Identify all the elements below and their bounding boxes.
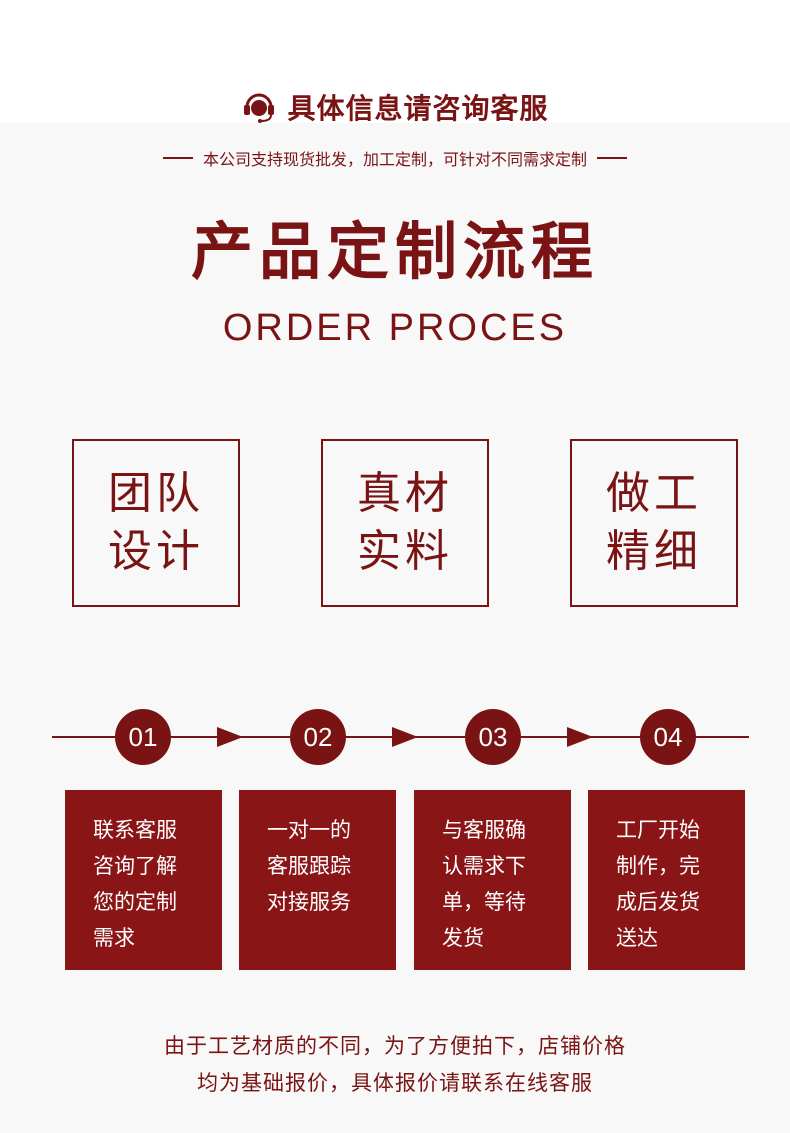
arrow-right-icon [217, 727, 243, 747]
step-text: 送达 [616, 926, 658, 950]
feature-text: 做工 [606, 468, 702, 519]
feature-text: 设计 [108, 526, 204, 577]
subtitle-text: 本公司支持现货批发，加工定制，可针对不同需求定制 [202, 150, 587, 169]
step-card-1: 联系客服 咨询了解 您的定制 需求 [65, 790, 222, 970]
step-card-3: 与客服确 认需求下 单，等待 发货 [414, 790, 571, 970]
step-text: 发货 [442, 926, 484, 950]
step-text: 联系客服 [93, 818, 177, 842]
step-text: 单，等待 [442, 890, 526, 914]
feature-text: 实料 [357, 526, 453, 577]
step-text: 咨询了解 [93, 854, 177, 878]
arrow-right-icon [392, 727, 418, 747]
step-number-badge: 01 [115, 709, 171, 765]
step-text: 与客服确 [442, 818, 526, 842]
arrow-right-icon [567, 727, 593, 747]
step-number-badge: 03 [465, 709, 521, 765]
divider-right [597, 157, 627, 159]
feature-box-fine-workmanship: 做工 精细 [570, 439, 738, 607]
header: 具体信息请咨询客服 [0, 82, 790, 132]
step-text: 对接服务 [267, 890, 351, 914]
header-title: 具体信息请咨询客服 [287, 92, 549, 125]
step-text: 一对一的 [267, 818, 351, 842]
header-subtitle: 本公司支持现货批发，加工定制，可针对不同需求定制 [0, 146, 790, 170]
step-text: 客服跟踪 [267, 854, 351, 878]
step-number-badge: 04 [640, 709, 696, 765]
step-text: 制作，完 [616, 854, 700, 878]
feature-box-team-design: 团队 设计 [72, 439, 240, 607]
step-text: 工厂开始 [616, 818, 700, 842]
english-title: ORDER PROCES [222, 307, 568, 349]
page-title: 产品定制流程 [190, 215, 599, 288]
step-card-2: 一对一的 客服跟踪 对接服务 [239, 790, 396, 970]
feature-text: 团队 [108, 468, 204, 519]
footer-note-line-1: 由于工艺材质的不同，为了方便拍下，店铺价格 [164, 1034, 626, 1058]
footer-note-line-2: 均为基础报价，具体报价请联系在线客服 [197, 1071, 593, 1095]
divider-left [162, 157, 193, 159]
customer-service-headset-icon [244, 93, 275, 123]
step-card-4: 工厂开始 制作，完 成后发货 送达 [588, 790, 745, 970]
feature-text: 真材 [357, 468, 453, 519]
feature-text: 精细 [606, 526, 702, 577]
step-number-badge: 02 [290, 709, 346, 765]
step-text: 需求 [93, 926, 135, 950]
step-text: 您的定制 [93, 890, 177, 914]
feature-box-real-material: 真材 实料 [321, 439, 489, 607]
step-text: 认需求下 [442, 854, 526, 878]
step-text: 成后发货 [616, 890, 700, 914]
